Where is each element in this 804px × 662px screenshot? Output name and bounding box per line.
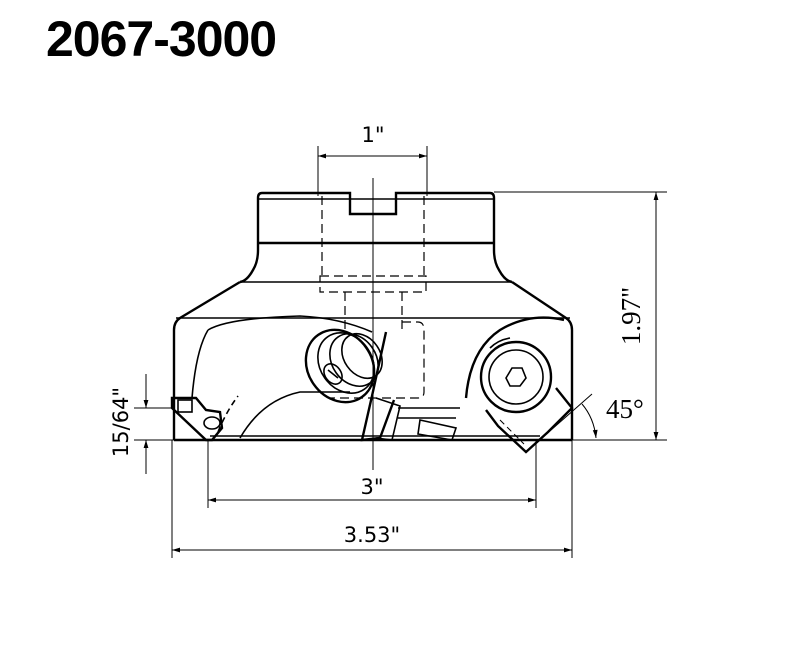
bore-hidden-lines (319, 178, 427, 470)
dimension-insert-depth: 15/64" (109, 374, 210, 474)
dimension-label-bore: 1" (361, 123, 384, 147)
dimension-label-outer-dia: 3.53" (344, 523, 400, 547)
dimension-lead-angle: 45° (525, 393, 644, 453)
left-insert-pocket (170, 315, 373, 442)
center-clamp-screw (304, 328, 460, 442)
dimension-label-depth: 15/64" (109, 387, 133, 457)
right-clamp-screw (464, 316, 574, 454)
dimension-cutting-diameter: 3" (207, 440, 537, 508)
dimension-label-height: 1.97" (616, 287, 646, 345)
dimension-label-angle: 45° (606, 394, 644, 424)
dimension-outer-diameter: 3.53" (171, 440, 573, 558)
dimension-bore-width: 1" (317, 123, 428, 196)
part-number-title: 2067-3000 (46, 11, 277, 67)
dimension-overall-height: 1.97" (494, 191, 667, 441)
dimension-label-cutting-dia: 3" (360, 475, 383, 499)
